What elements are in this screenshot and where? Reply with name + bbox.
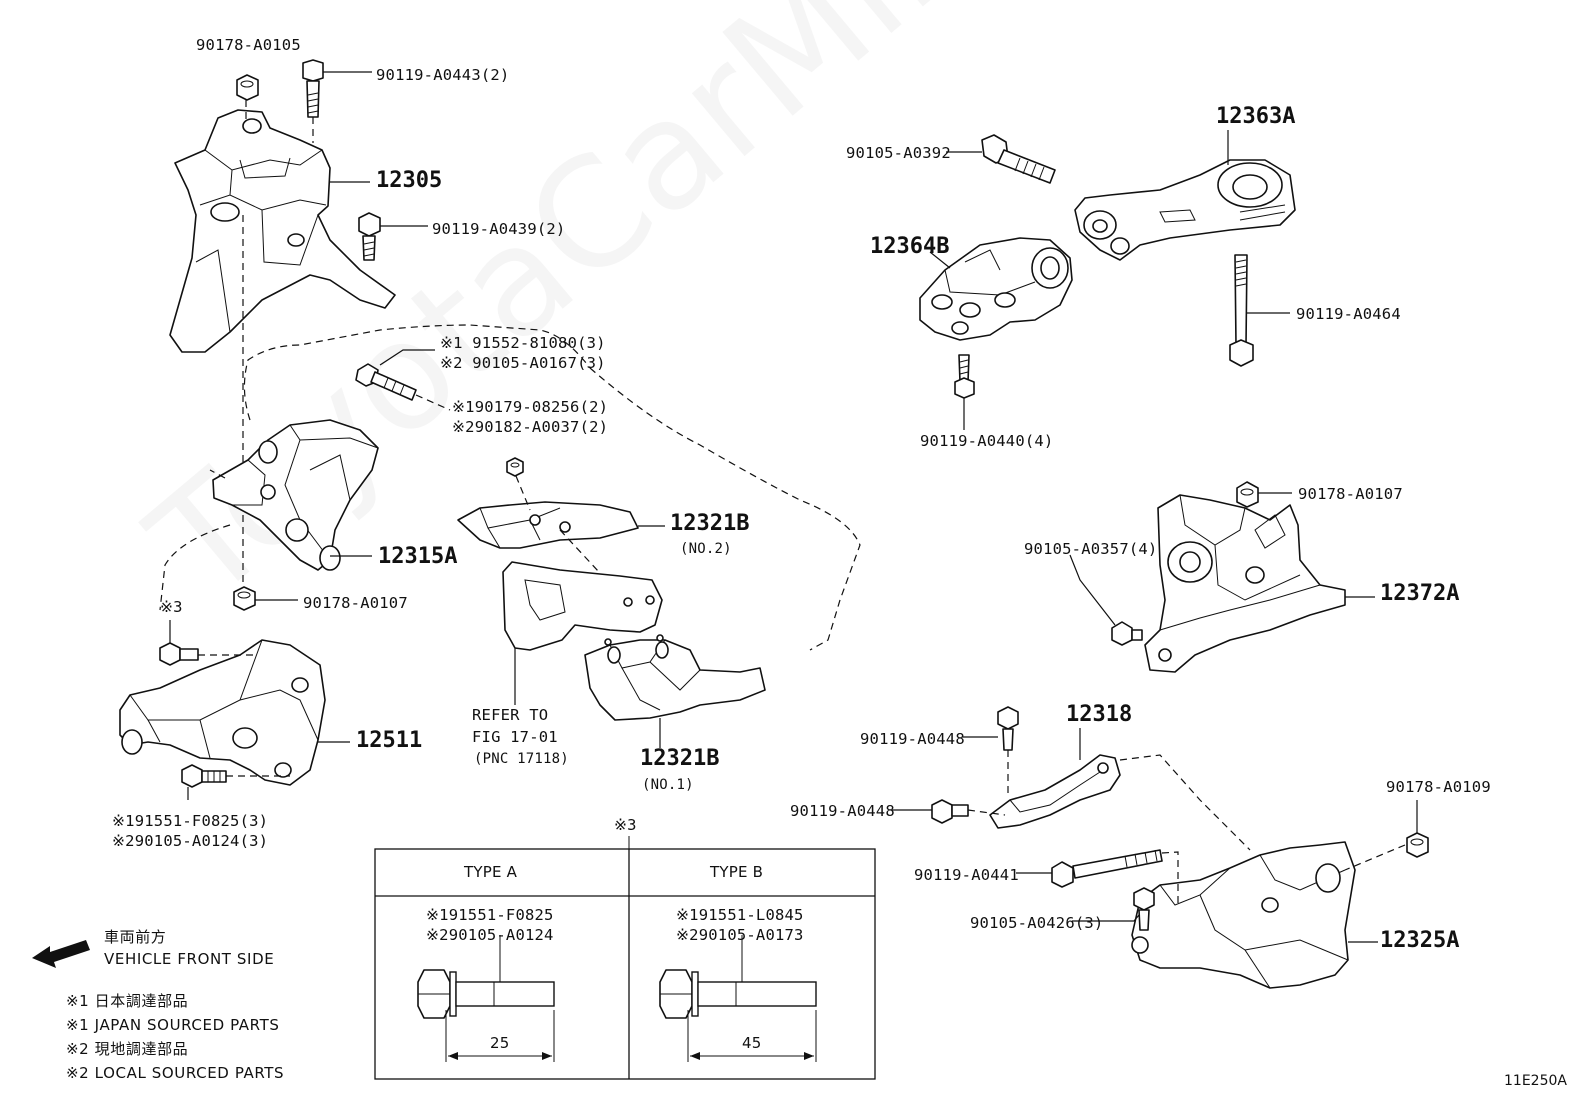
legend-front-jp: 車両前方	[104, 928, 167, 946]
label-part-12372A: 12372A	[1380, 581, 1460, 606]
label-90178-A0107-left: 90178-A0107	[303, 594, 408, 612]
label-90119-A0440: 90119-A0440(4)	[920, 432, 1054, 450]
label-part-12305: 12305	[376, 168, 443, 193]
nut-90178-A0107-left-drawing	[233, 586, 298, 611]
label-90178-A0107-right: 90178-A0107	[1298, 485, 1403, 503]
bracket-12325A-drawing	[1131, 841, 1378, 989]
bolt-90119-A0443-drawing	[302, 59, 372, 118]
label-part-12364B: 12364B	[870, 234, 950, 259]
cover-12321B-no2-drawing	[457, 501, 639, 549]
table-type-a-part2: ※290105-A0124	[426, 926, 554, 944]
label-90119-A0464: 90119-A0464	[1296, 305, 1401, 323]
table-type-b-header: TYPE B	[710, 863, 764, 881]
label-90182-A0037: ※290182-A0037(2)	[452, 418, 609, 436]
label-90178-A0105: 90178-A0105	[196, 36, 301, 54]
bolt-90105-A0426-drawing	[1072, 887, 1155, 931]
mount-12364B-drawing	[919, 237, 1073, 341]
legend-note2-jp: ※2 現地調達部品	[66, 1040, 189, 1058]
bolt-90119-A0441-drawing	[1016, 849, 1163, 888]
refer-bracket-drawing	[502, 561, 663, 651]
bolt-90119-A0440-drawing	[954, 354, 975, 430]
label-s3-marker: ※3	[160, 598, 183, 616]
table-type-b-part1: ※191551-L0845	[676, 906, 804, 924]
label-90119-A0439: 90119-A0439(2)	[432, 220, 566, 238]
label-90119-A0448-top: 90119-A0448	[860, 730, 965, 748]
bolt-90119-A0448-top-drawing	[962, 706, 1019, 751]
bolt-90119-A0439-drawing	[358, 212, 428, 261]
label-90119-A0441: 90119-A0441	[914, 866, 1019, 884]
table-type-a-part1: ※191551-F0825	[426, 906, 554, 924]
legend-note1-en: ※1 JAPAN SOURCED PARTS	[66, 1016, 280, 1034]
bolt-90105-A0392-drawing	[946, 134, 1056, 184]
label-90105-A0124: ※290105-A0124(3)	[112, 832, 269, 850]
type-b-bolt-drawing	[659, 935, 817, 1062]
label-part-12315A: 12315A	[378, 544, 458, 569]
legend-note1-jp: ※1 日本調達部品	[66, 992, 189, 1010]
legend-front-en: VEHICLE FRONT SIDE	[104, 950, 275, 968]
label-part-12318: 12318	[1066, 702, 1133, 727]
label-90105-A0392: 90105-A0392	[846, 144, 951, 162]
nut-90179-drawing	[506, 457, 524, 477]
label-91552-81080: ※1 91552-81080(3)	[440, 334, 606, 352]
figure-id: 11E250A	[1504, 1073, 1567, 1089]
label-91551-F0825: ※191551-F0825(3)	[112, 812, 269, 830]
label-refer-line1: REFER TO	[472, 706, 549, 724]
cover-12321B-no1-drawing	[584, 634, 766, 721]
mount-12315A-drawing	[212, 419, 379, 571]
label-90105-A0357: 90105-A0357(4)	[1024, 540, 1158, 558]
label-90119-A0443: 90119-A0443(2)	[376, 66, 510, 84]
table-s3-marker: ※3	[614, 816, 637, 834]
table-type-a-length: 25	[490, 1034, 510, 1052]
nut-90178-A0105-drawing	[236, 74, 259, 101]
bracket-12318-drawing	[989, 728, 1121, 829]
bolt-90105-A0357-drawing	[1069, 554, 1143, 646]
bolt-91551-F0825-drawing	[181, 764, 227, 800]
nut-90178-A0107-right-drawing	[1236, 481, 1292, 508]
legend-note2-en: ※2 LOCAL SOURCED PARTS	[66, 1064, 285, 1082]
bolt-s3-top-drawing	[159, 620, 199, 666]
label-90105-A0167: ※2 90105-A0167(3)	[440, 354, 606, 372]
bolt-91552-drawing	[355, 349, 435, 401]
bracket-12511-drawing	[119, 639, 326, 786]
label-refer-line3: (PNC 17118)	[474, 751, 569, 767]
mount-12305-drawing	[169, 109, 396, 353]
nut-90178-A0109-drawing	[1406, 800, 1429, 858]
bolt-90119-A0464-drawing	[1229, 254, 1290, 367]
label-90119-A0448-mid: 90119-A0448	[790, 802, 895, 820]
label-part-12321B-no2-sub: (NO.2)	[680, 541, 732, 557]
label-part-12511: 12511	[356, 728, 423, 753]
table-type-a-header: TYPE A	[464, 863, 518, 881]
label-part-12363A: 12363A	[1216, 104, 1296, 129]
bolt-90119-A0448-mid-drawing	[892, 799, 969, 824]
vehicle-front-arrow-icon	[32, 940, 90, 968]
label-90179-08256: ※190179-08256(2)	[452, 398, 609, 416]
table-type-b-length: 45	[742, 1034, 762, 1052]
label-part-12325A: 12325A	[1380, 928, 1460, 953]
label-refer-line2: FIG 17-01	[472, 728, 558, 746]
label-90105-A0426: 90105-A0426(3)	[970, 914, 1104, 932]
spec-table-lines	[374, 836, 876, 1080]
table-type-b-part2: ※290105-A0173	[676, 926, 804, 944]
label-part-12321B-no1-sub: (NO.1)	[642, 777, 694, 793]
mount-12372A-drawing	[1144, 494, 1346, 673]
type-a-bolt-drawing	[417, 935, 555, 1062]
label-90178-A0109: 90178-A0109	[1386, 778, 1491, 796]
label-part-12321B-no2: 12321B	[670, 511, 750, 536]
rod-12363A-drawing	[1074, 130, 1296, 261]
label-part-12321B-no1: 12321B	[640, 746, 720, 771]
